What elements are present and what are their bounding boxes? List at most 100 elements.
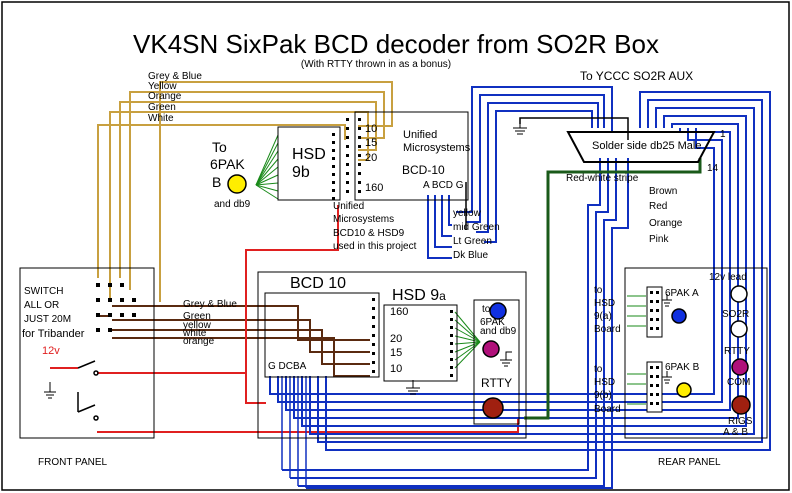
wire-label-white: White bbox=[148, 113, 174, 124]
jack-rigs-lower bbox=[482, 397, 504, 419]
db9-pin bbox=[656, 402, 659, 405]
upper-bcd-box bbox=[354, 111, 469, 201]
blue-wires-bcd-upper bbox=[427, 195, 452, 259]
bcd-pin bbox=[372, 343, 375, 346]
ground-symbol-switch bbox=[44, 382, 56, 399]
lower-bcd-box bbox=[264, 292, 380, 378]
blue-wires-db25-lower bbox=[282, 158, 629, 489]
jack-rtty-magenta bbox=[482, 340, 500, 358]
upper-bcd-abcdg: A BCD G bbox=[423, 180, 464, 191]
switch-line-3: JUST 20M bbox=[24, 314, 72, 325]
brown-wires-switch bbox=[100, 305, 370, 377]
rtty-stripe-wire bbox=[524, 158, 702, 420]
hsd-pin bbox=[450, 326, 453, 329]
db9-pin bbox=[650, 318, 653, 321]
db9-pins bbox=[650, 291, 659, 405]
db9-pin bbox=[650, 291, 653, 294]
rear-rtty: RTTY bbox=[724, 346, 750, 357]
rear-so2r: SO2R bbox=[722, 309, 750, 320]
bcd-pin bbox=[358, 136, 361, 139]
hsd-pin bbox=[450, 350, 453, 353]
ground-symbols bbox=[406, 118, 672, 395]
db9-pin bbox=[650, 384, 653, 387]
top-tan-wires bbox=[97, 81, 393, 302]
bcd-pin bbox=[346, 190, 349, 193]
db9-pin bbox=[650, 300, 653, 303]
db9-pin bbox=[650, 375, 653, 378]
rear-a-line-1: to bbox=[594, 285, 603, 296]
upper-bcd-maker-1: Unified bbox=[403, 129, 438, 141]
hsd-pin bbox=[450, 366, 453, 369]
db25-wire-brown: Brown bbox=[649, 186, 678, 197]
db9-pin bbox=[650, 402, 653, 405]
bcd-pin bbox=[358, 163, 361, 166]
switch-toggles bbox=[77, 360, 99, 421]
rear-a-line-2: HSD bbox=[594, 298, 616, 309]
lower-bcd-gdcba: G DCBA bbox=[268, 361, 307, 372]
bcd-wire-mid-green: mid Green bbox=[453, 222, 500, 233]
led-6pak-b bbox=[676, 382, 692, 398]
bcd-pin bbox=[372, 298, 375, 301]
rear-a-line-4: Board bbox=[594, 324, 621, 335]
hsd-pin bbox=[332, 157, 335, 160]
rear-rigs-1: RIGS bbox=[728, 416, 753, 427]
db9-pin bbox=[656, 318, 659, 321]
bcd-pin bbox=[358, 145, 361, 148]
led-blue-lower bbox=[489, 302, 507, 320]
red-wires bbox=[50, 205, 519, 433]
bcd-pin bbox=[346, 136, 349, 139]
bcd-pin bbox=[346, 145, 349, 148]
green-wires-lower-hsd bbox=[454, 311, 481, 369]
db9-pin bbox=[656, 291, 659, 294]
hsd-pin bbox=[450, 318, 453, 321]
hsd-pin bbox=[332, 141, 335, 144]
db9-pin bbox=[656, 327, 659, 330]
bcd-pin bbox=[346, 163, 349, 166]
wire-label-grey-blue: Grey & Blue bbox=[148, 71, 202, 82]
upper-hsd-number: 9b bbox=[292, 164, 310, 181]
upper-bcd-pin-20: 20 bbox=[365, 152, 378, 164]
db9-pin bbox=[650, 309, 653, 312]
hsd-pin bbox=[332, 189, 335, 192]
hsd-pin bbox=[450, 342, 453, 345]
db25-pin-14: 14 bbox=[707, 163, 719, 174]
rear-b-line-3: 9(b) bbox=[594, 390, 612, 401]
db25-wire-red: Red bbox=[649, 201, 668, 212]
upper-6pak-label: 6PAK bbox=[210, 156, 245, 172]
db9-pin bbox=[656, 300, 659, 303]
hsd-pin bbox=[332, 133, 335, 136]
lower-hsd-pins bbox=[450, 310, 453, 377]
bcd-pin bbox=[346, 181, 349, 184]
bcd-pin bbox=[358, 181, 361, 184]
note-line-2: Microsystems bbox=[333, 214, 395, 225]
bcd-pin bbox=[346, 172, 349, 175]
upper-and-db9: and db9 bbox=[214, 199, 251, 210]
lower-bcd-title: BCD 10 bbox=[290, 275, 347, 292]
switch-line-4: for Tribander bbox=[22, 328, 85, 340]
db9-a bbox=[646, 286, 663, 338]
rear-b-line-2: HSD bbox=[594, 377, 616, 388]
bcd-wire-dk-blue: Dk Blue bbox=[453, 250, 489, 261]
rear-b-line-4: Board bbox=[594, 404, 621, 415]
jack-rtty-com bbox=[731, 358, 749, 376]
db25-stripe: Red-white stripe bbox=[566, 173, 639, 184]
jack-rigs-ab bbox=[731, 395, 751, 415]
jack-so2r bbox=[730, 320, 748, 338]
wire-label-yellow: Yellow bbox=[148, 81, 177, 92]
rear-panel-box bbox=[624, 267, 768, 439]
lower-6pak-label: 6PAK bbox=[480, 317, 505, 328]
bcd-pin bbox=[372, 361, 375, 364]
upper-bcd-pin-10: 10 bbox=[365, 123, 378, 135]
db25-wire-pink: Pink bbox=[649, 234, 669, 245]
bcd-pin bbox=[372, 325, 375, 328]
rear-a-line-3: 9(a) bbox=[594, 311, 612, 322]
db9-pin bbox=[650, 366, 653, 369]
db9-pin bbox=[650, 393, 653, 396]
note-line-1: Unified bbox=[333, 201, 365, 212]
upper-b-label: B bbox=[212, 174, 222, 190]
hsd-pin bbox=[332, 173, 335, 176]
switch-line-2: ALL OR bbox=[24, 300, 60, 311]
